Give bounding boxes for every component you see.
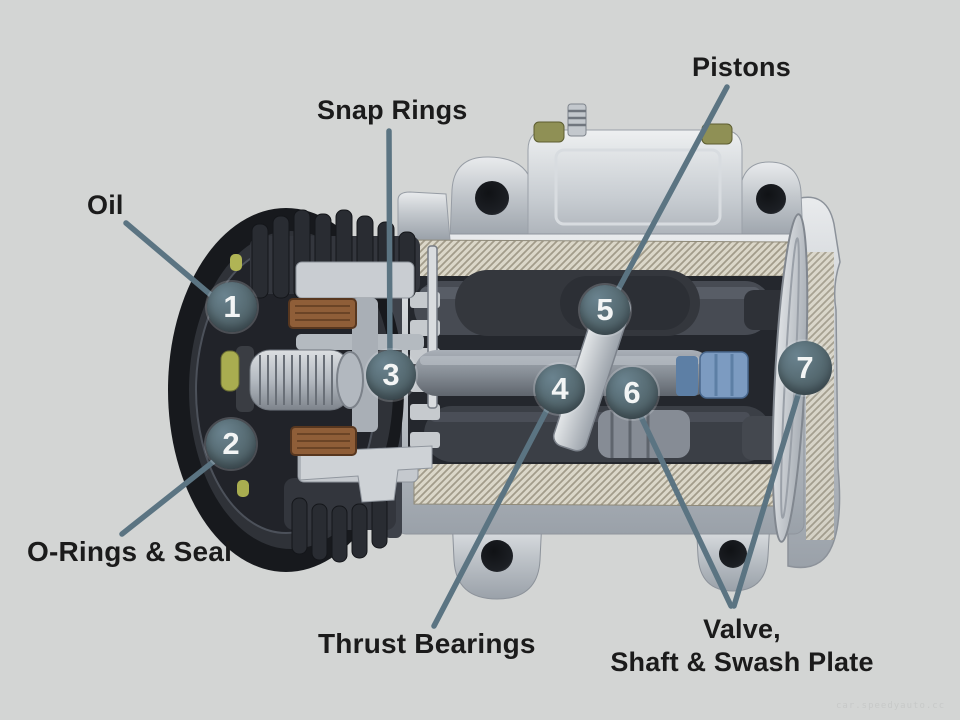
leader-line-snap-rings [386, 128, 393, 373]
callout-badge-7: 7 [778, 341, 832, 395]
piston [598, 410, 690, 458]
clutch-coil [288, 298, 357, 456]
leader-line-valve-from-6 [631, 399, 734, 609]
leader-line-valve-from-7 [731, 379, 805, 609]
callout-badge-5: 5 [580, 285, 630, 335]
lug-hole [475, 181, 509, 215]
belt-grooves-bottom [284, 478, 396, 563]
callout-badge-2: 2 [206, 419, 256, 469]
foot-hole [719, 540, 747, 568]
label-valve-shaft-swash-plate: Valve, Shaft & Swash Plate [592, 613, 892, 679]
callout-badge-1: 1 [207, 282, 257, 332]
label-o-rings-seal: O-Rings & Seal [27, 536, 233, 567]
label-oil: Oil [87, 190, 124, 220]
label-thrust-bearings: Thrust Bearings [318, 628, 536, 659]
seal [237, 480, 249, 497]
callout-badge-6: 6 [606, 367, 658, 419]
callout-badge-4: 4 [535, 364, 585, 414]
splined-shaft-nose [236, 346, 364, 412]
label-valve-line1: Valve, [703, 614, 781, 644]
callout-badge-3: 3 [366, 350, 416, 400]
leader-line-pistons [608, 84, 730, 306]
lug-hole [756, 184, 786, 214]
leader-line-oil [123, 220, 221, 304]
watermark-text: car.speedyauto.cc [836, 701, 946, 711]
leader-line-o-rings [119, 451, 226, 537]
foot-hole [481, 540, 513, 572]
shaft-nut [676, 351, 749, 399]
threaded-stud [567, 103, 587, 137]
label-snap-rings: Snap Rings [317, 95, 468, 125]
seal [230, 254, 242, 271]
seal [220, 350, 240, 392]
label-valve-line2: Shaft & Swash Plate [610, 647, 874, 677]
compressor-interior [408, 213, 809, 543]
label-pistons: Pistons [692, 52, 791, 82]
leader-lines [119, 84, 805, 629]
bolt [533, 121, 565, 143]
leader-line-thrust-bearings [431, 399, 554, 629]
